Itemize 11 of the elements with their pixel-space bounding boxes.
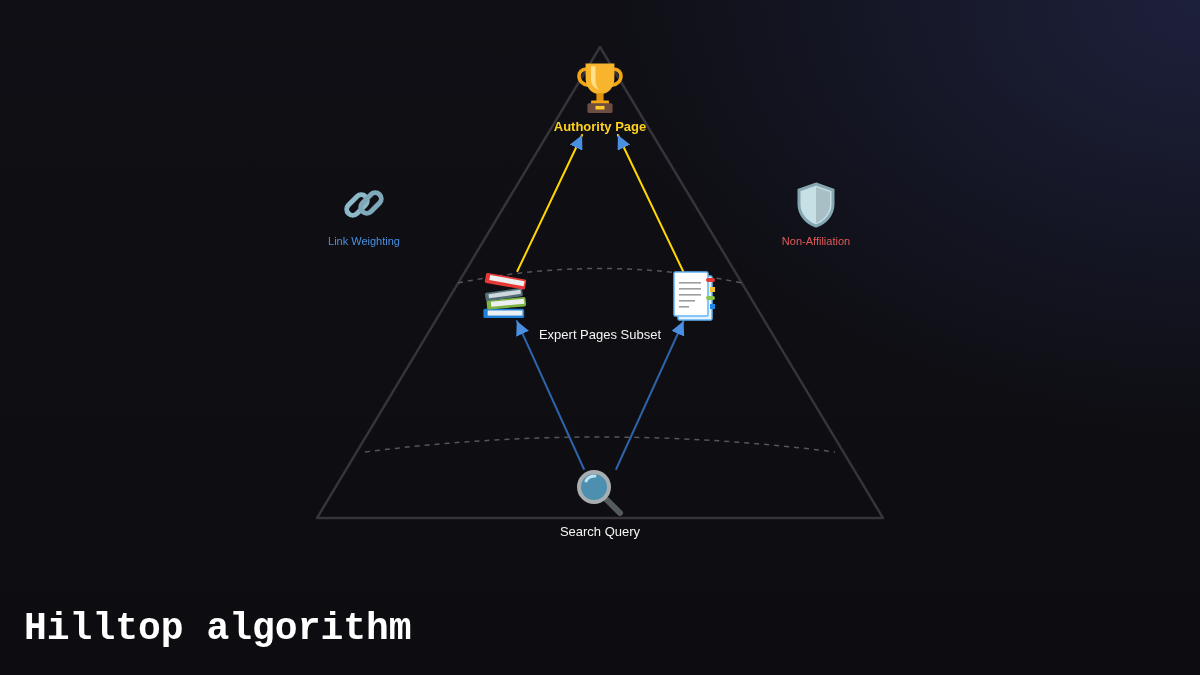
annotation-label: Link Weighting xyxy=(328,234,400,249)
arrow xyxy=(615,320,685,470)
arrow xyxy=(515,320,585,470)
annotation-label: Expert Pages Subset xyxy=(538,326,662,343)
diagram-title: Hilltop algorithm xyxy=(24,608,412,650)
node-label: Search Query xyxy=(559,524,641,540)
annotation-label: Non-Affiliation xyxy=(781,234,851,249)
node-label: Authority Page xyxy=(553,119,647,135)
document-icon xyxy=(672,271,718,321)
arrow xyxy=(616,134,684,272)
arrow xyxy=(516,134,584,272)
